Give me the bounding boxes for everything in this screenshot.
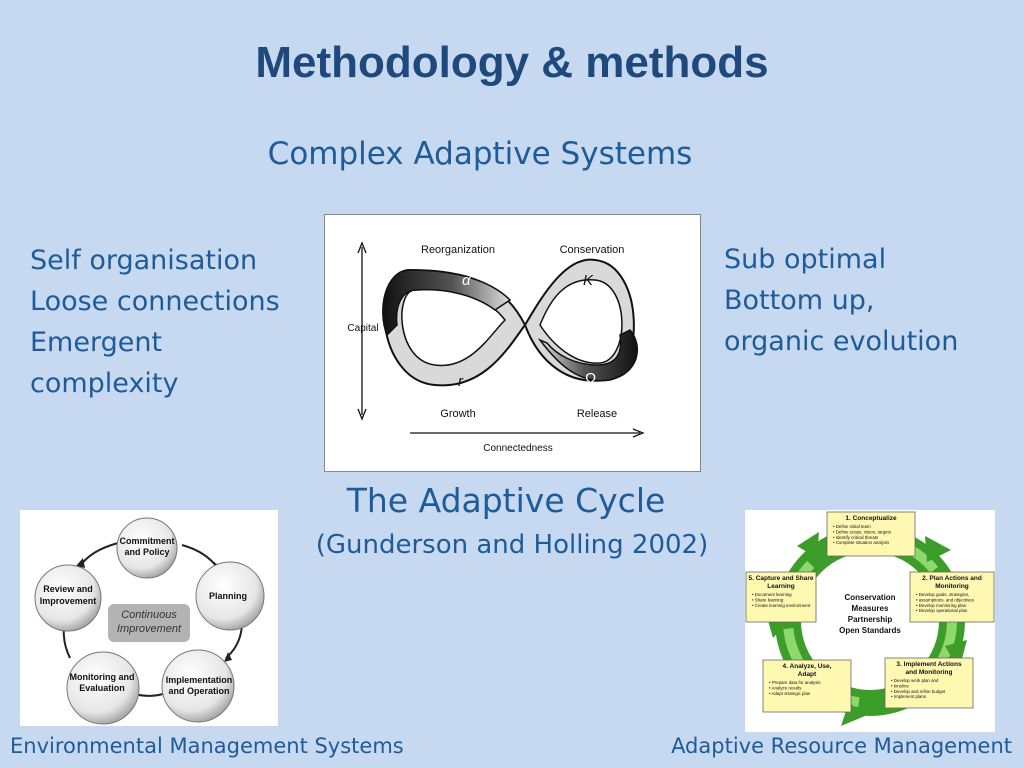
arm-step-title: Monitoring: [935, 583, 969, 590]
arm-step-bullet: • Identify critical threats: [833, 535, 879, 540]
arm-cycle-figure: Conservation Measures Partnership Open S…: [745, 510, 995, 732]
arm-step-bullet: • Analyze results: [769, 685, 802, 690]
planning-label: Planning: [209, 591, 247, 601]
arm-step-box: 4. Analyze, Use,Adapt • Prepare data for …: [762, 659, 852, 713]
arm-step-bullet: • Develop work plan and: [891, 678, 939, 683]
improvement-center-label: Improvement: [117, 623, 182, 635]
r-symbol: r: [458, 373, 464, 390]
review-label: Review and: [43, 584, 93, 594]
arm-step-bullet: • Develop goals, strategies,: [916, 592, 969, 597]
capital-axis-arrow: [357, 241, 367, 421]
arm-step-bullet: • assumptions, and objectives: [916, 597, 975, 602]
list-item: Self organisation: [30, 245, 258, 276]
arm-step-title: 5. Capture and Share: [748, 575, 813, 582]
arm-step-bullet: • timeline: [891, 683, 909, 688]
arm-step-bullet: • Complete situation analysis: [833, 540, 890, 545]
list-item: Bottom up,: [724, 285, 875, 316]
arm-step-bullet: • Prepare data for analysis: [769, 680, 821, 685]
connectedness-axis-arrow: [410, 428, 645, 438]
arm-center-line3: Partnership: [848, 615, 893, 624]
arm-step-title: 2. Plan Actions and: [922, 575, 982, 582]
list-item: complexity: [30, 368, 179, 399]
arm-step-title: 1. Conceptualize: [845, 515, 897, 522]
arm-step-title: Adapt: [798, 671, 817, 678]
list-item: Loose connections: [30, 286, 280, 317]
monitoring-label: Monitoring and: [70, 672, 135, 682]
improvement-label: Improvement: [40, 596, 97, 606]
arm-step-bullet: • Adapt strategic plan: [769, 691, 811, 696]
arm-step-bullet: • Create learning environment: [752, 603, 811, 608]
footer-ems: Environmental Management Systems: [10, 734, 404, 758]
growth-label: Growth: [440, 408, 475, 420]
arm-step-bullet: • Develop and refine budget: [891, 689, 946, 694]
arm-center-line1: Conservation: [844, 593, 895, 602]
arm-step-bullet: • Document learning: [752, 592, 792, 597]
commitment-label: Commitment: [119, 536, 174, 546]
adaptive-cycle-figure: Reorganization Conservation Capital Grow…: [324, 214, 701, 472]
arm-step-bullet: • Define initial team: [833, 524, 871, 529]
arm-center-line2: Measures: [852, 604, 889, 613]
citation: (Gunderson and Holling 2002): [315, 530, 709, 560]
arm-step-title: 3. Implement Actions: [896, 661, 962, 668]
slide-subtitle: Complex Adaptive Systems: [267, 136, 693, 172]
list-item: organic evolution: [724, 326, 959, 357]
implementation-label: Implementation: [166, 675, 233, 685]
list-item: Sub optimal: [724, 244, 887, 275]
conservation-label: Conservation: [560, 244, 625, 256]
reorganization-label: Reorganization: [421, 244, 495, 256]
arm-step-bullet: • Develop operational plan: [916, 608, 968, 613]
continuous-label: Continuous: [121, 609, 177, 621]
alpha-symbol: α: [462, 272, 471, 289]
arm-step-title: 4. Analyze, Use,: [783, 663, 832, 670]
evaluation-label: Evaluation: [79, 683, 125, 693]
arm-step-box: 1. Conceptualize • Define initial team• D…: [826, 511, 916, 557]
ems-cycle-figure: Commitment and Policy Planning Implement…: [20, 510, 278, 726]
arm-step-title: Learning: [767, 583, 794, 590]
capital-label: Capital: [347, 323, 378, 334]
connectedness-label: Connectedness: [483, 443, 553, 454]
right-list: Sub optimal Bottom up, organic evolution: [724, 239, 958, 362]
k-symbol: K: [583, 272, 594, 289]
omega-symbol: Ω: [585, 370, 596, 387]
policy-label: and Policy: [124, 547, 169, 557]
arm-step-bullet: • Define scope, vision, targets: [833, 529, 892, 534]
arm-step-title: and Monitoring: [906, 669, 953, 676]
release-label: Release: [577, 408, 617, 420]
footer-arm: Adaptive Resource Management: [671, 734, 1012, 758]
arm-step-bullet: • Develop monitoring plan: [916, 603, 967, 608]
arm-step-bullet: • Implement plans: [891, 694, 927, 699]
arm-center-line4: Open Standards: [839, 626, 901, 635]
left-list: Self organisation Loose connections Emer…: [30, 240, 280, 404]
slide-title: Methodology & methods: [255, 38, 769, 87]
operation-label: and Operation: [168, 686, 229, 696]
adaptive-cycle-caption: The Adaptive Cycle: [346, 481, 666, 520]
list-item: Emergent: [30, 327, 163, 358]
arm-step-bullet: • Share learning: [752, 597, 784, 602]
